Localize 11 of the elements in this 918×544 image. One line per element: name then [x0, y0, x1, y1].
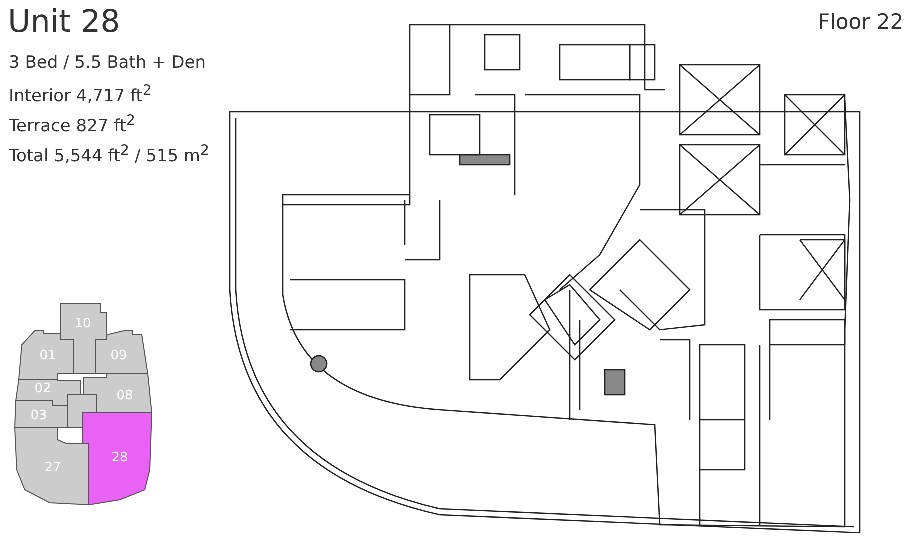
unit-number: 28	[112, 452, 128, 464]
unit-title: Unit 28	[8, 4, 120, 40]
unit-area	[61, 304, 107, 374]
floor-number-text: Floor 22	[818, 10, 904, 34]
room-count-text: 3 Bed / 5.5 Bath + Den	[9, 53, 206, 73]
unit-area	[83, 413, 152, 505]
unit-area	[84, 374, 152, 413]
interior-area-text: Interior 4,717 ft$^{2}$	[9, 83, 152, 107]
terrace-area-text: Terrace 827 ft$^{2}$	[9, 113, 136, 137]
unit-area	[19, 331, 74, 380]
total-area-text: Total 5,544 ft$^{2}$ / 515 m$^{2}$	[9, 143, 210, 167]
